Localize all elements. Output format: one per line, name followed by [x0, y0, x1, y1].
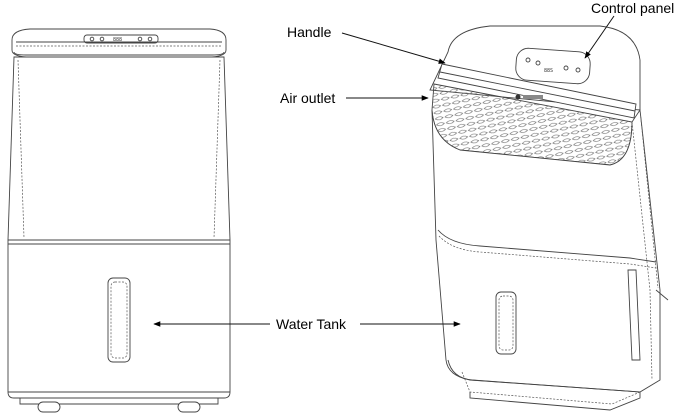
front-body	[8, 57, 230, 398]
angled-display-digits: 88S	[544, 68, 553, 74]
front-wheels	[38, 402, 200, 412]
label-water-tank: Water Tank	[276, 316, 347, 332]
callout-handle: Handle	[287, 24, 445, 63]
angled-view-unit: 88S	[430, 26, 668, 410]
label-air-outlet: Air outlet	[280, 90, 335, 106]
front-display-digits: 888	[113, 37, 122, 43]
front-view-unit: 888	[8, 29, 230, 412]
brand-logo	[516, 95, 544, 100]
label-control-panel: Control panel	[591, 0, 674, 16]
callout-air-outlet: Air outlet	[280, 90, 428, 106]
label-handle: Handle	[287, 24, 332, 40]
